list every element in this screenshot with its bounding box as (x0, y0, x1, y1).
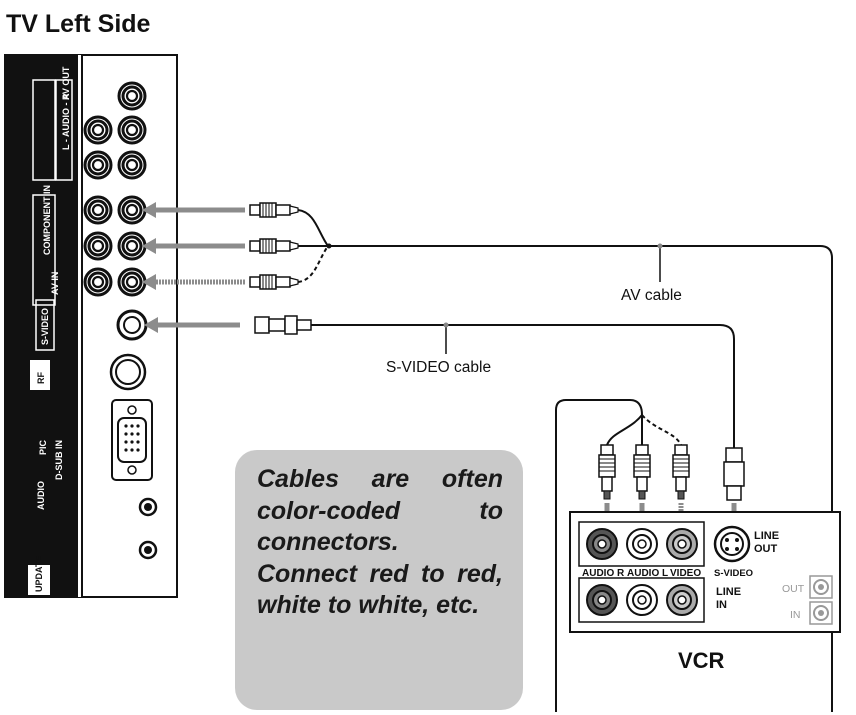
color-code-note: Cables are often color-coded to connecto… (235, 450, 523, 710)
tv-s-video-jack (116, 309, 148, 341)
tv-audio-jack (138, 497, 158, 517)
tv-arrows (142, 202, 245, 333)
vcr-label-audio-r: AUDIO R (582, 568, 625, 579)
tv-label-rf: RF (36, 372, 46, 384)
vcr-title: VCR (678, 648, 725, 673)
vcr-box: AUDIO R AUDIO L VIDEO S-VIDEO OUT IN (555, 399, 841, 712)
tv-label-strip (5, 55, 78, 597)
tv-rf-jack (109, 353, 147, 391)
vcr-line-out-label: LINE OUT (754, 530, 780, 555)
tv-label-update: UPDATE (34, 556, 44, 592)
tv-label-d-sub-in: D-SUB IN (54, 440, 64, 480)
tv-label-s-video: S-VIDEO (40, 308, 50, 345)
tv-side-plugs (249, 202, 312, 335)
note-text: Cables are often color-coded to connecto… (257, 465, 503, 619)
vcr-label-out: OUT (782, 583, 805, 595)
vcr-label-in: IN (790, 609, 801, 621)
vcr-line-in-label: LINE IN (716, 586, 742, 611)
tv-label-component-in: COMPONENT IN (42, 185, 52, 255)
tv-label-audio: AUDIO (36, 481, 46, 510)
s-video-cable-label: S-VIDEO cable (386, 359, 492, 376)
vcr-rf-jacks (809, 575, 833, 625)
tv-label-audio-out: L - AUDIO - R (61, 93, 71, 150)
tv-label-pic: PIC (38, 439, 48, 455)
vcr-label-audio-l: AUDIO L (627, 568, 668, 579)
s-video-cable (311, 322, 735, 448)
page-title: TV Left Side (6, 10, 151, 38)
av-cable-label: AV cable (621, 287, 682, 304)
av-cable (297, 209, 833, 712)
tv-d-sub-port (111, 399, 153, 481)
tv-label-av-out: AV OUT (61, 66, 71, 100)
vcr-line-out-jacks (586, 528, 698, 560)
vcr-line-in-jacks (586, 584, 698, 616)
tv-update-jack (138, 540, 158, 560)
vcr-label-s-video: S-VIDEO (714, 568, 753, 579)
tv-label-av-in: AV IN (50, 272, 60, 295)
vcr-label-video: VIDEO (670, 568, 701, 579)
vcr-s-video-jack (713, 525, 751, 563)
